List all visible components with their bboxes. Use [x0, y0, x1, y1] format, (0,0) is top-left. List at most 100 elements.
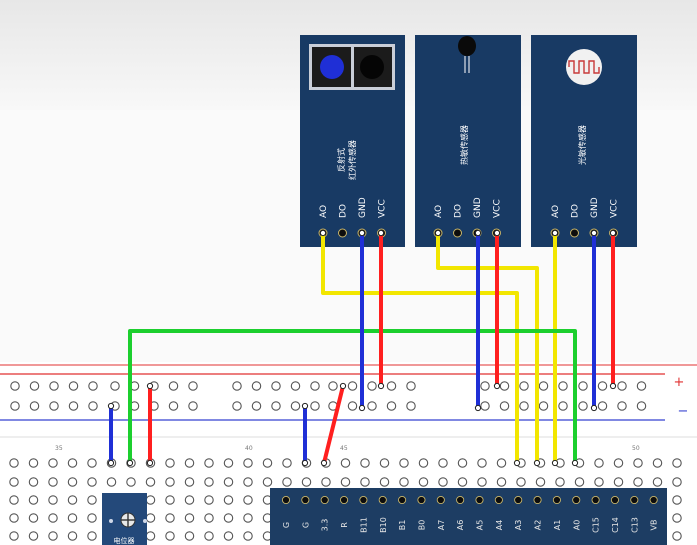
rail-hole	[10, 401, 20, 411]
terminal-hole	[87, 495, 97, 505]
terminal-hole	[87, 513, 97, 523]
terminal-hole	[126, 477, 136, 487]
potentiometer-label: 电位器	[114, 536, 135, 545]
wires	[109, 231, 615, 465]
rail-hole	[367, 381, 377, 391]
rail-hole	[578, 401, 588, 411]
terminal-hole	[87, 477, 97, 487]
mcu-pin-label: G	[301, 522, 310, 528]
photoresistor-trace-icon	[568, 60, 600, 74]
terminal-hole	[48, 477, 58, 487]
terminal-hole	[48, 495, 58, 505]
terminal-hole	[223, 513, 234, 523]
terminal-hole	[9, 458, 19, 468]
wire-endpoint	[107, 402, 115, 410]
terminal-hole	[360, 477, 370, 487]
terminal-hole	[613, 477, 624, 487]
mcu-pin-label: A1	[553, 520, 562, 531]
rail-hole	[251, 401, 262, 411]
ir-receiver-icon	[360, 55, 384, 79]
wire-endpoint	[146, 459, 154, 467]
terminal-hole	[535, 477, 546, 487]
ir-sensor-module: 反射式 红外传感器	[300, 35, 405, 247]
sensor-pin-label: GND	[473, 197, 483, 218]
mcu-body	[270, 488, 667, 545]
rail-hole	[49, 401, 59, 411]
mcu-pin-label: A6	[456, 520, 465, 531]
mcu-pin-hole	[591, 495, 600, 505]
rail-hole	[290, 401, 301, 411]
terminal-hole	[360, 458, 370, 468]
mcu-pin-hole	[630, 495, 639, 505]
mcu-pin-hole	[398, 495, 407, 505]
mcu-pin-label: VB	[650, 520, 659, 531]
rail-hole	[636, 381, 647, 391]
pot-pin	[109, 519, 113, 523]
terminal-hole	[223, 495, 234, 505]
rail-hole	[310, 381, 320, 391]
rail-hole	[578, 381, 588, 391]
terminal-hole	[379, 477, 390, 487]
terminal-hole	[438, 477, 448, 487]
terminal-hole	[67, 531, 78, 541]
wire-endpoint	[551, 459, 559, 467]
terminal-hole	[165, 458, 175, 468]
rail-hole	[519, 401, 529, 411]
terminal-hole	[223, 531, 234, 541]
sensor-pin-label: VCC	[493, 199, 503, 218]
sensor-pin-label: DO	[571, 204, 581, 218]
rail-hole	[110, 381, 120, 391]
terminal-hole	[67, 458, 78, 468]
mcu-pin-hole	[359, 495, 368, 505]
thermal-sensor-module: 热敏传感器	[415, 35, 521, 247]
wire-endpoint	[434, 229, 442, 237]
light-title: 光敏传感器	[577, 125, 587, 165]
rail-hole	[558, 401, 568, 411]
mcu-pin-label: C13	[630, 517, 639, 533]
rail-hole	[49, 381, 59, 391]
mcu-pin-hole	[649, 495, 658, 505]
mcu-pin-hole	[301, 495, 310, 505]
ir-title-line-1: 反射式	[336, 148, 346, 172]
wire-endpoint	[474, 229, 482, 237]
terminal-hole	[243, 477, 253, 487]
wire-endpoint	[301, 402, 309, 410]
mcu-pin-label: A0	[572, 520, 581, 531]
sensor-pin-label: GND	[358, 197, 368, 218]
terminal-hole	[67, 495, 78, 505]
terminal-hole	[477, 458, 487, 468]
terminal-hole	[9, 513, 19, 523]
rail-hole	[310, 401, 320, 411]
wire-endpoint	[513, 459, 521, 467]
pot-pin	[143, 519, 147, 523]
wire-endpoints	[107, 229, 617, 467]
terminal-hole	[243, 495, 253, 505]
terminal-hole	[399, 477, 409, 487]
sensor-pin-label: AO	[319, 205, 329, 218]
rail-hole	[328, 381, 338, 391]
column-number: 35	[55, 445, 63, 452]
terminal-hole	[204, 513, 214, 523]
wire-endpoint	[107, 459, 115, 467]
terminal-hole	[9, 477, 19, 487]
mcu-pin-label: B10	[379, 517, 388, 533]
rail-hole	[188, 401, 198, 411]
terminal-hole	[301, 477, 312, 487]
terminal-hole	[516, 477, 526, 487]
terminal-hole	[165, 477, 175, 487]
wire-endpoint	[493, 382, 501, 390]
terminal-hole	[594, 477, 604, 487]
terminal-hole	[418, 477, 429, 487]
rail-hole	[88, 401, 98, 411]
terminal-hole	[652, 477, 663, 487]
rail-hole	[406, 401, 416, 411]
rail-hole	[480, 381, 490, 391]
mcu-pin-hole	[339, 495, 349, 505]
sensor-pin-hole	[453, 228, 462, 238]
wire-endpoint	[474, 404, 482, 412]
terminal-hole	[243, 458, 253, 468]
terminal-hole	[67, 513, 78, 523]
terminal-hole	[379, 458, 390, 468]
mcu-pin-label: 3.3	[321, 519, 330, 532]
